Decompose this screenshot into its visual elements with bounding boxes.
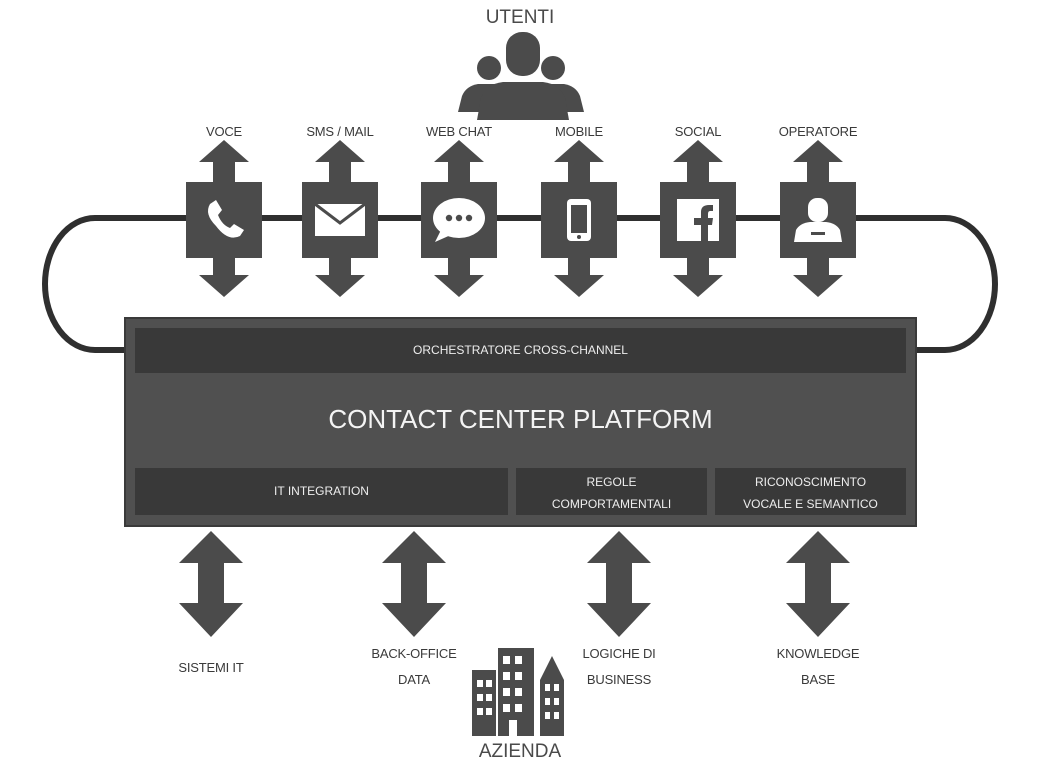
module-riconoscimento — [715, 468, 906, 515]
channel-label-chat: WEB CHAT — [425, 124, 493, 139]
backend-arrow-2 — [382, 531, 446, 637]
channel-label-operator: OPERATORE — [778, 124, 858, 139]
backend-label-1: SISTEMI IT — [136, 655, 286, 681]
orchestrator-band — [135, 328, 906, 373]
channel-tile-operator — [780, 140, 856, 297]
channel-label-phone: VOCE — [205, 124, 243, 139]
module-it-integration — [135, 468, 508, 515]
module-riconoscimento-line1: RICONOSCIMENTO — [754, 475, 867, 489]
backend-arrow-4 — [786, 531, 850, 637]
platform-title: CONTACT CENTER PLATFORM — [328, 404, 713, 434]
backend-label-line1: LOGICHE DI — [582, 646, 656, 661]
company-label: AZIENDA — [478, 741, 562, 762]
backend-label-line1: SISTEMI IT — [178, 660, 244, 675]
backend-label-3: LOGICHE DI BUSINESS — [544, 641, 694, 693]
module-regole-line2: COMPORTAMENTALI — [551, 497, 672, 511]
backend-label-line2: BUSINESS — [586, 672, 652, 687]
backend-label-line2: BASE — [801, 672, 835, 687]
module-regole-label: REGOLE COMPORTAMENTALI — [516, 471, 707, 515]
module-regole-line1: REGOLE — [586, 475, 637, 489]
phone-icon — [208, 200, 244, 238]
channel-label-mail: SMS / MAIL — [306, 124, 374, 139]
orchestrator-label: ORCHESTRATORE CROSS-CHANNEL — [413, 343, 628, 357]
buildings-icon — [472, 648, 564, 736]
chat-icon — [433, 198, 485, 242]
backend-arrow-1 — [179, 531, 243, 637]
mail-icon — [314, 202, 366, 236]
users-label: UTENTI — [485, 7, 555, 28]
mobile-icon — [567, 199, 591, 241]
channel-tile-chat — [421, 140, 497, 297]
backend-label-line1: KNOWLEDGE — [776, 646, 860, 661]
backend-label-2: BACK-OFFICE DATA — [339, 641, 489, 693]
channel-loop — [42, 215, 998, 353]
channel-tile-phone — [186, 140, 262, 297]
users-icon — [458, 32, 584, 120]
module-riconoscimento-line2: VOCALE E SEMANTICO — [743, 497, 878, 511]
channel-tile-mail — [302, 140, 378, 297]
backend-arrow-3 — [587, 531, 651, 637]
backend-label-line1: BACK-OFFICE — [371, 646, 457, 661]
facebook-icon — [677, 199, 719, 241]
backend-label-line2: DATA — [398, 672, 430, 687]
module-it-integration-label: IT INTEGRATION — [274, 484, 369, 498]
module-regole — [516, 468, 707, 515]
channel-tile-mobile — [541, 140, 617, 297]
operator-icon — [794, 198, 842, 242]
channel-tile-facebook — [660, 140, 736, 297]
backend-label-4: KNOWLEDGE BASE — [743, 641, 893, 693]
channel-label-mobile: MOBILE — [555, 124, 603, 139]
channel-label-facebook: SOCIAL — [674, 124, 722, 139]
module-riconoscimento-label: RICONOSCIMENTO VOCALE E SEMANTICO — [715, 471, 906, 515]
